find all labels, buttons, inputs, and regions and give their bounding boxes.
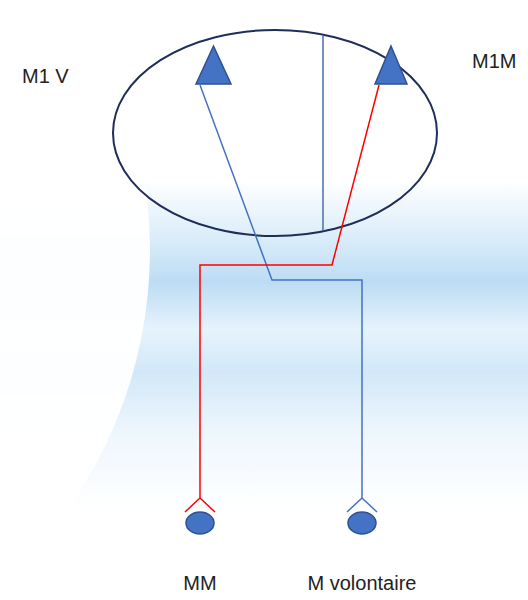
muscle-circle: M volontaire — [347, 511, 377, 535]
node-shape — [347, 511, 377, 535]
node-outline — [375, 46, 407, 84]
node-outline — [196, 46, 231, 84]
axon-connector — [185, 85, 379, 512]
node-label: M1 V — [22, 64, 69, 88]
cortex-ellipse — [113, 30, 437, 236]
node-label: MM — [183, 571, 216, 595]
node-shape — [195, 45, 232, 85]
node-label: M1M — [472, 49, 516, 73]
node-outline — [186, 512, 214, 534]
node-shape — [185, 511, 215, 535]
axon-connector — [200, 85, 377, 512]
muscle-circle: MM — [185, 511, 215, 535]
node-shape — [374, 45, 408, 85]
node-outline — [348, 512, 376, 534]
node-label: M volontaire — [308, 571, 417, 595]
neuron-triangle: M1 V — [195, 45, 232, 85]
neuron-triangle: M1M — [374, 45, 408, 85]
midline — [322, 36, 324, 231]
